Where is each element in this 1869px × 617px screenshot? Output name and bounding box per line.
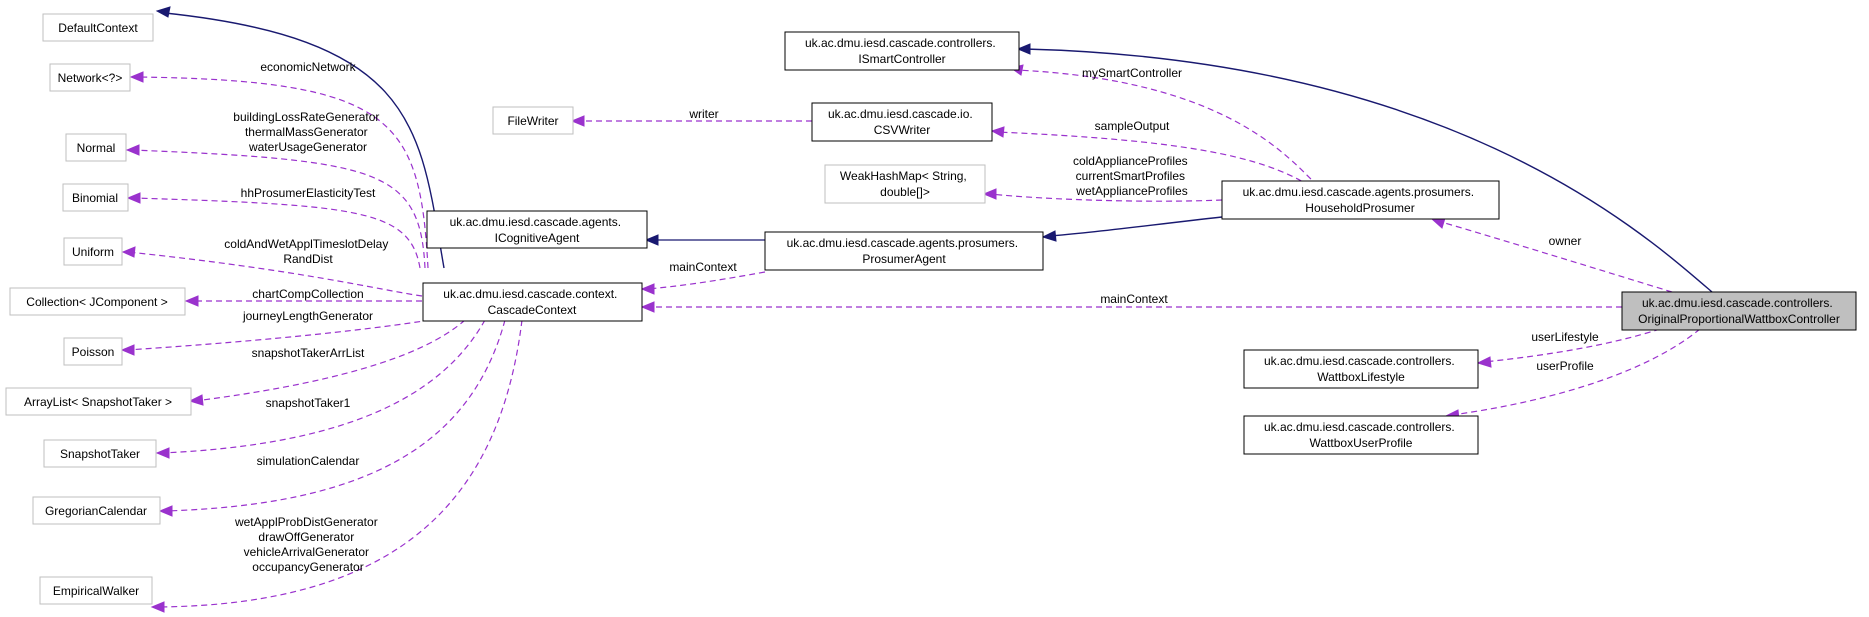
edge-snapshot-taker: snapshotTaker1 (155, 319, 486, 459)
edge-controller-maincontext: mainContext (640, 292, 1622, 313)
svg-text:GregorianCalendar: GregorianCalendar (45, 504, 147, 518)
nodes: DefaultContext Network<?> Normal Binomia… (5, 13, 1857, 605)
edge-label-uniform: coldAndWetApplTimeslotDelay RandDist (224, 237, 391, 266)
svg-text:Network<?>: Network<?> (58, 71, 123, 85)
svg-text:uk.ac.dmu.iesd.cascade.agents.: uk.ac.dmu.iesd.cascade.agents. ICognitiv… (450, 215, 625, 245)
edge-controller-ismart (1016, 43, 1713, 293)
edge-label-poisson: journeyLengthGenerator (242, 309, 373, 323)
svg-text:uk.ac.dmu.iesd.cascade.agents.: uk.ac.dmu.iesd.cascade.agents.prosumers.… (787, 236, 1022, 266)
edge-collection: chartCompCollection (184, 287, 422, 307)
edge-label-user-lifestyle: userLifestyle (1531, 330, 1599, 344)
node-cascade-context[interactable]: uk.ac.dmu.iesd.cascade.context. CascadeC… (422, 282, 643, 322)
svg-text:EmpiricalWalker: EmpiricalWalker (53, 584, 139, 598)
edge-label-collection: chartCompCollection (252, 287, 363, 301)
svg-text:uk.ac.dmu.iesd.cascade.control: uk.ac.dmu.iesd.cascade.controllers. Watt… (1264, 420, 1458, 450)
svg-text:SnapshotTaker: SnapshotTaker (60, 447, 140, 461)
node-icognitive-agent[interactable]: uk.ac.dmu.iesd.cascade.agents. ICognitiv… (426, 210, 648, 249)
edge-label-my-smart-controller: mySmartController (1082, 66, 1182, 80)
svg-text:Poisson: Poisson (72, 345, 115, 359)
svg-text:ArrayList< SnapshotTaker >: ArrayList< SnapshotTaker > (24, 395, 172, 409)
edge-empirical-walker: wetApplProbDistGenerator drawOffGenerato… (150, 319, 523, 613)
svg-text:uk.ac.dmu.iesd.cascade.io.: uk.ac.dmu.iesd.cascade.io. CSVWriter (828, 107, 976, 137)
edge-label-binomial: hhProsumerElasticityTest (241, 186, 376, 200)
svg-text:DefaultContext: DefaultContext (58, 21, 138, 35)
edge-label-arraylist: snapshotTakerArrList (252, 346, 365, 360)
node-prosumer-agent[interactable]: uk.ac.dmu.iesd.cascade.agents.prosumers.… (764, 231, 1044, 271)
svg-text:WeakHashMap< String, d: WeakHashMap< String, double[]> (840, 169, 970, 199)
node-uniform[interactable]: Uniform (63, 237, 123, 266)
edge-label-snapshot-taker: snapshotTaker1 (266, 396, 351, 410)
edge-household-prosumer (1041, 216, 1223, 242)
edge-label-owner: owner (1549, 234, 1582, 248)
node-normal[interactable]: Normal (65, 133, 127, 162)
svg-text:Uniform: Uniform (72, 245, 114, 259)
node-csv-writer[interactable]: uk.ac.dmu.iesd.cascade.io. CSVWriter (811, 102, 993, 142)
edge-gregorian-calendar: simulationCalendar (158, 319, 506, 517)
node-household-prosumer[interactable]: uk.ac.dmu.iesd.cascade.agents.prosumers.… (1221, 180, 1500, 220)
node-empirical-walker[interactable]: EmpiricalWalker (39, 576, 153, 605)
node-weak-hashmap[interactable]: WeakHashMap< String, double[]> (824, 164, 986, 204)
edge-writer: writer (570, 107, 812, 127)
node-file-writer[interactable]: FileWriter (492, 106, 574, 135)
node-default-context[interactable]: DefaultContext (42, 13, 154, 42)
node-poisson[interactable]: Poisson (63, 337, 123, 366)
svg-text:uk.ac.dmu.iesd.cascade.control: uk.ac.dmu.iesd.cascade.controllers. Orig… (1638, 296, 1840, 326)
edge-label-normal-generators: buildingLossRateGenerator thermalMassGen… (233, 110, 382, 154)
edge-prosumer-icognitive (644, 234, 765, 246)
edge-label-sample-output: sampleOutput (1095, 119, 1170, 133)
svg-text:uk.ac.dmu.iesd.cascade.control: uk.ac.dmu.iesd.cascade.controllers. Watt… (1264, 354, 1458, 384)
node-network[interactable]: Network<?> (49, 63, 131, 92)
node-arraylist[interactable]: ArrayList< SnapshotTaker > (5, 387, 192, 416)
node-wattbox-user-profile[interactable]: uk.ac.dmu.iesd.cascade.controllers. Watt… (1243, 415, 1479, 455)
edge-prosumer-maincontext: mainContext (640, 260, 766, 295)
svg-text:uk.ac.dmu.iesd.cascade.control: uk.ac.dmu.iesd.cascade.controllers. ISma… (805, 36, 999, 66)
edge-label-writer: writer (688, 107, 718, 121)
svg-text:uk.ac.dmu.iesd.cascade.agents.: uk.ac.dmu.iesd.cascade.agents.prosumers.… (1243, 185, 1478, 215)
edge-user-profile: userProfile (1444, 328, 1701, 421)
node-wattbox-lifestyle[interactable]: uk.ac.dmu.iesd.cascade.controllers. Watt… (1243, 349, 1479, 389)
edge-poisson: journeyLengthGenerator (120, 309, 431, 356)
edge-label-controller-maincontext: mainContext (1100, 292, 1168, 306)
edge-label-prosumer-maincontext: mainContext (669, 260, 737, 274)
edge-profiles: coldApplianceProfiles currentSmartProfil… (982, 154, 1223, 202)
node-ismart-controller[interactable]: uk.ac.dmu.iesd.cascade.controllers. ISma… (784, 31, 1020, 71)
svg-text:Collection< JComponent >: Collection< JComponent > (26, 295, 167, 309)
node-gregorian-calendar[interactable]: GregorianCalendar (32, 496, 161, 525)
node-collection[interactable]: Collection< JComponent > (9, 287, 186, 316)
edge-normal-generators: buildingLossRateGenerator thermalMassGen… (125, 110, 426, 269)
edge-user-lifestyle: userLifestyle (1476, 328, 1661, 368)
edge-arraylist: snapshotTakerArrList (188, 319, 466, 406)
edge-label-profiles: coldApplianceProfiles currentSmartProfil… (1073, 154, 1191, 198)
edge-label-user-profile: userProfile (1536, 359, 1594, 373)
edge-label-empirical-walker: wetApplProbDistGenerator drawOffGenerato… (234, 515, 381, 574)
edges: economicNetwork buildingLossRateGenerato… (120, 6, 1713, 613)
node-original-controller[interactable]: uk.ac.dmu.iesd.cascade.controllers. Orig… (1621, 291, 1857, 331)
edge-label-gregorian-calendar: simulationCalendar (257, 454, 360, 468)
edge-uniform: coldAndWetApplTimeslotDelay RandDist (121, 237, 423, 297)
edge-label-economic-network: economicNetwork (260, 60, 356, 74)
edge-owner: owner (1430, 217, 1673, 293)
edge-binomial: hhProsumerElasticityTest (126, 186, 421, 269)
node-snapshot-taker[interactable]: SnapshotTaker (43, 439, 157, 468)
edge-economic-network: economicNetwork (129, 60, 429, 269)
svg-text:Binomial: Binomial (72, 191, 118, 205)
svg-text:FileWriter: FileWriter (507, 114, 558, 128)
svg-text:Normal: Normal (77, 141, 116, 155)
svg-text:uk.ac.dmu.iesd.cascade.context: uk.ac.dmu.iesd.cascade.context. CascadeC… (443, 287, 620, 317)
edge-sample-output: sampleOutput (990, 119, 1311, 187)
node-binomial[interactable]: Binomial (62, 183, 129, 212)
